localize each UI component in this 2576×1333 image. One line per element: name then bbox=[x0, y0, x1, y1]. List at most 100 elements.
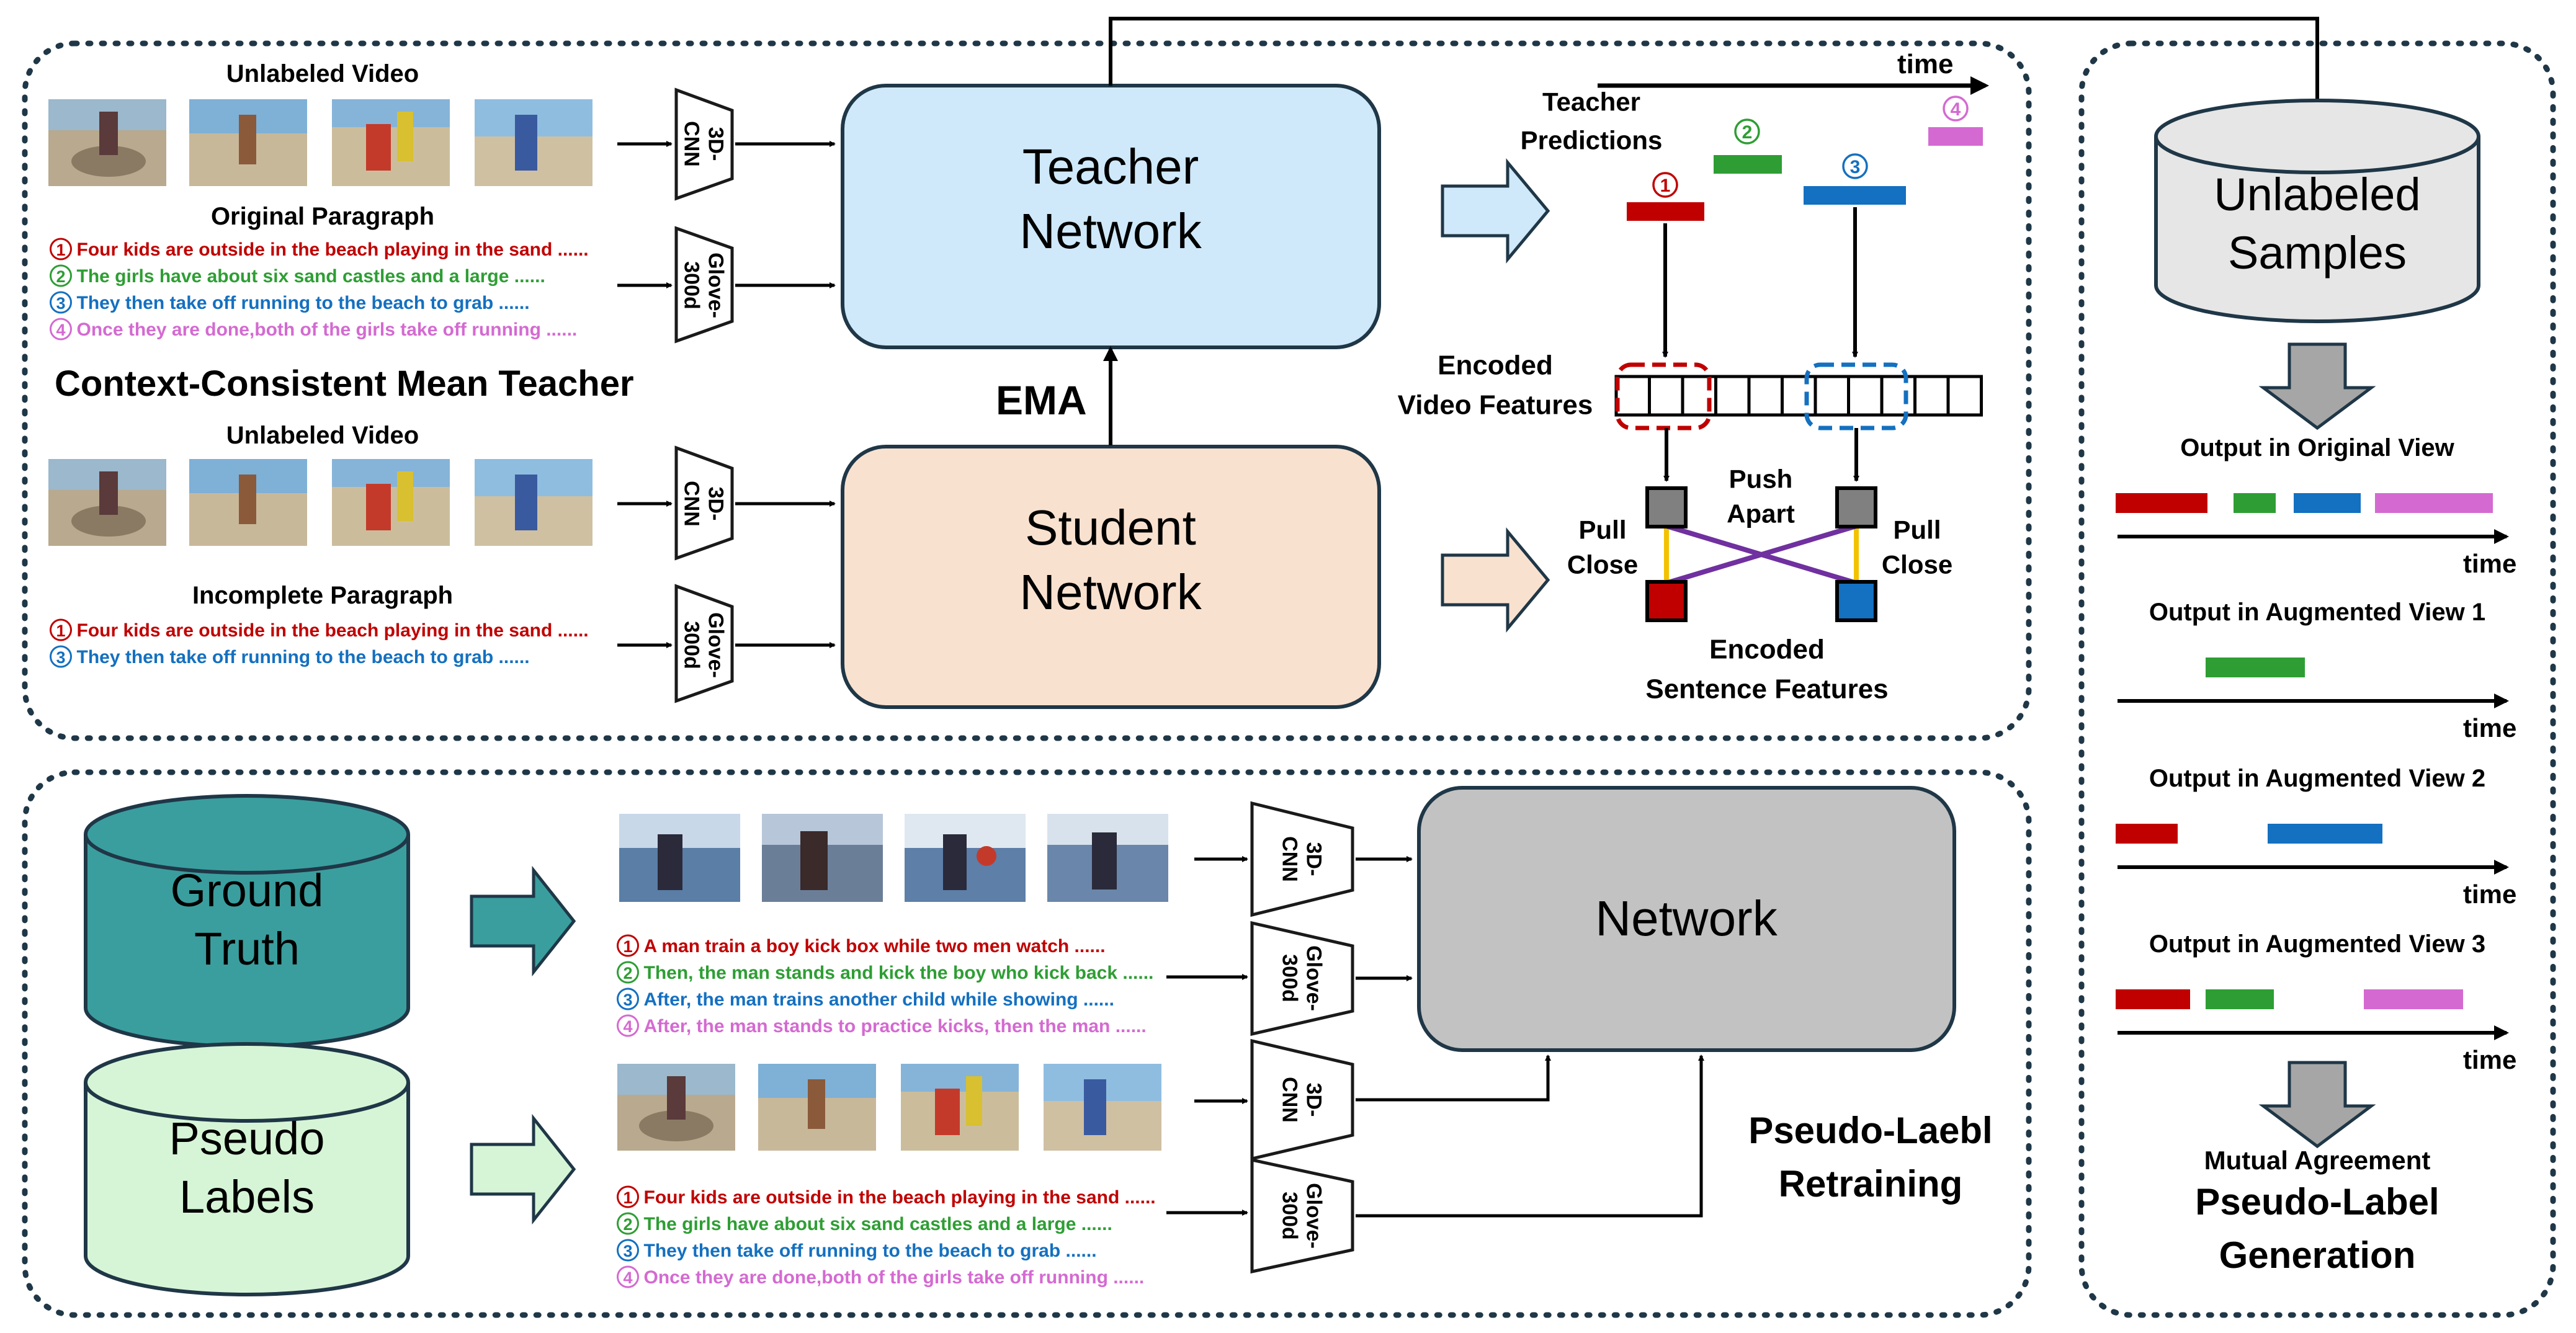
prediction-marker-label: 4 bbox=[1951, 99, 1961, 120]
feature-cell bbox=[1813, 375, 1850, 417]
sentence-text: The girls have about six sand castles an… bbox=[77, 266, 545, 287]
number-label: 1 bbox=[623, 1188, 632, 1207]
sentence-text: A man train a boy kick box while two men… bbox=[644, 936, 1106, 956]
glove-label: Glove-300d bbox=[1278, 1183, 1326, 1249]
student-output-arrow bbox=[1441, 527, 1550, 633]
pseudo-video-frames bbox=[617, 1064, 1161, 1151]
view-segment bbox=[2375, 493, 2493, 513]
sentence-text: They then take off running to the beach … bbox=[77, 293, 530, 313]
view-segment bbox=[2116, 989, 2190, 1009]
number-label: 4 bbox=[623, 1268, 632, 1287]
prediction-marker bbox=[1734, 118, 1760, 145]
pseudo-sentences: 1 Four kids are outside in the beach play… bbox=[617, 1185, 1156, 1288]
cnn-label: 3D-CNN bbox=[680, 121, 728, 167]
prediction-marker bbox=[1842, 153, 1868, 179]
cnn-encoder-pseudo: 3D-CNN bbox=[1250, 1038, 1354, 1161]
number-label: 3 bbox=[623, 1242, 632, 1260]
mean-teacher-title: Context-Consistent Mean Teacher bbox=[55, 363, 634, 404]
view-segment bbox=[2206, 658, 2305, 677]
number-badge bbox=[617, 1185, 639, 1208]
view-segment bbox=[2206, 989, 2274, 1009]
view-time-label: time bbox=[2463, 880, 2516, 909]
down-block-arrow bbox=[2258, 342, 2376, 430]
glove-label: Glove-300d bbox=[680, 612, 728, 678]
video-frame bbox=[332, 99, 450, 186]
pseudo-block-arrow bbox=[470, 1113, 576, 1225]
cnn-encoder-gt: 3D-CNN bbox=[1250, 801, 1354, 917]
mean-teacher-section bbox=[22, 40, 2032, 741]
view-label: Output in Augmented View 1 bbox=[2149, 599, 2485, 626]
generation-section bbox=[2078, 40, 2556, 1318]
glove-encoder-teacher: Glove-300d bbox=[674, 226, 734, 344]
feature-cell bbox=[1847, 375, 1884, 417]
time-label: time bbox=[1897, 49, 1953, 79]
sentence-feature-square bbox=[1645, 580, 1688, 622]
agreement-block-arrow bbox=[2258, 1061, 2376, 1149]
glove-label: Glove-300d bbox=[680, 252, 728, 318]
view-segment bbox=[2234, 493, 2276, 513]
sentence-row: 2 The girls have about six sand castles a… bbox=[617, 1212, 1112, 1235]
view-time-label: time bbox=[2463, 549, 2516, 578]
number-badge bbox=[617, 961, 639, 984]
unlabeled-samples-cylinder bbox=[2154, 99, 2480, 323]
number-label: 3 bbox=[56, 294, 65, 313]
video-frame bbox=[905, 814, 1026, 902]
view-time-label: time bbox=[2463, 1045, 2516, 1074]
prediction-marker-label: 1 bbox=[1660, 176, 1671, 196]
number-badge bbox=[50, 618, 72, 641]
feature-cell bbox=[1614, 375, 1651, 417]
prediction-marker bbox=[1652, 172, 1678, 198]
number-label: 4 bbox=[623, 1017, 632, 1036]
number-badge bbox=[617, 1265, 639, 1288]
sentence-text: Four kids are outside in the beach playi… bbox=[77, 239, 589, 260]
number-badge bbox=[50, 291, 72, 314]
prediction-marker bbox=[1943, 96, 1969, 122]
sentence-text: Once they are done,both of the girls tak… bbox=[644, 1267, 1145, 1288]
encoded-video-feature-strip bbox=[1614, 375, 1983, 417]
number-badge bbox=[50, 264, 72, 287]
prediction-segment bbox=[1928, 127, 1983, 146]
sentence-text: The girls have about six sand castles an… bbox=[644, 1214, 1112, 1234]
student-network-box bbox=[841, 445, 1381, 709]
video-frame bbox=[901, 1064, 1019, 1151]
sentence-text: Once they are done,both of the girls tak… bbox=[77, 319, 578, 340]
number-badge bbox=[50, 318, 72, 341]
number-label: 2 bbox=[623, 1215, 632, 1234]
feature-cell bbox=[1946, 375, 1983, 417]
bottom-video-label: Unlabeled Video bbox=[226, 422, 419, 449]
ground-truth-block-arrow bbox=[470, 865, 576, 977]
video-frame bbox=[48, 459, 166, 546]
pseudo-labels-cylinder bbox=[84, 1042, 410, 1296]
video-frame bbox=[617, 1064, 735, 1151]
sentence-text: After, the man stands to practice kicks,… bbox=[644, 1016, 1147, 1037]
teacher-to-samples-arrow bbox=[1109, 17, 2325, 139]
number-badge bbox=[50, 238, 72, 261]
glove-label: Glove-300d bbox=[1278, 945, 1326, 1011]
network-box bbox=[1417, 786, 1956, 1052]
cnn-label: 3D-CNN bbox=[1278, 836, 1326, 882]
retraining-section bbox=[22, 769, 2032, 1318]
sentence-text: Four kids are outside in the beach playi… bbox=[644, 1187, 1156, 1208]
arrow bbox=[1356, 1054, 1704, 1218]
view-segment bbox=[2364, 989, 2463, 1009]
incomplete-paragraph-label: Incomplete Paragraph bbox=[192, 582, 453, 609]
video-frame bbox=[762, 814, 883, 902]
video-frame bbox=[758, 1064, 876, 1151]
cnn-encoder-teacher: 3D-CNN bbox=[674, 87, 734, 201]
number-label: 1 bbox=[56, 622, 65, 640]
